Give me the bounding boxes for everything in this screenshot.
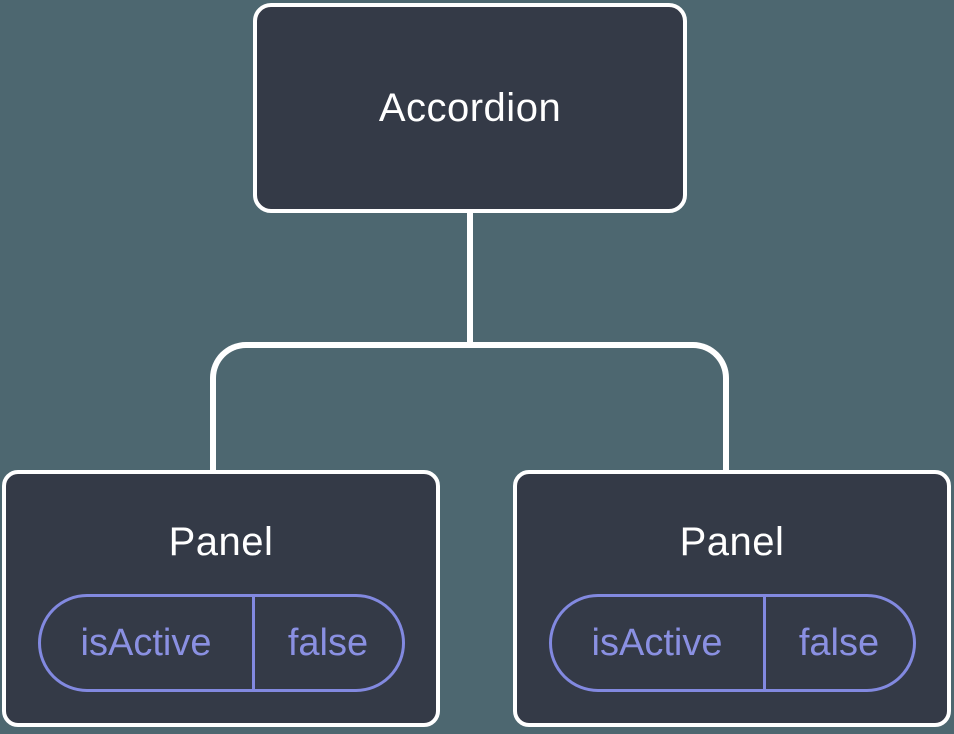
node-panel-right: Panel isActive false: [513, 470, 951, 727]
node-accordion-label: Accordion: [378, 85, 562, 130]
connector-branch: [210, 342, 729, 472]
node-accordion: Accordion: [253, 3, 687, 213]
node-panel-left: Panel isActive false: [2, 470, 440, 727]
node-panel-right-label: Panel: [679, 520, 785, 564]
state-value: false: [251, 597, 402, 689]
state-value: false: [762, 597, 913, 689]
state-pill: isActive false: [37, 594, 405, 692]
node-panel-left-label: Panel: [168, 520, 274, 564]
state-name: isActive: [80, 621, 212, 664]
state-name: isActive: [591, 621, 723, 664]
connector-stem: [467, 210, 473, 346]
state-pill: isActive false: [548, 594, 916, 692]
